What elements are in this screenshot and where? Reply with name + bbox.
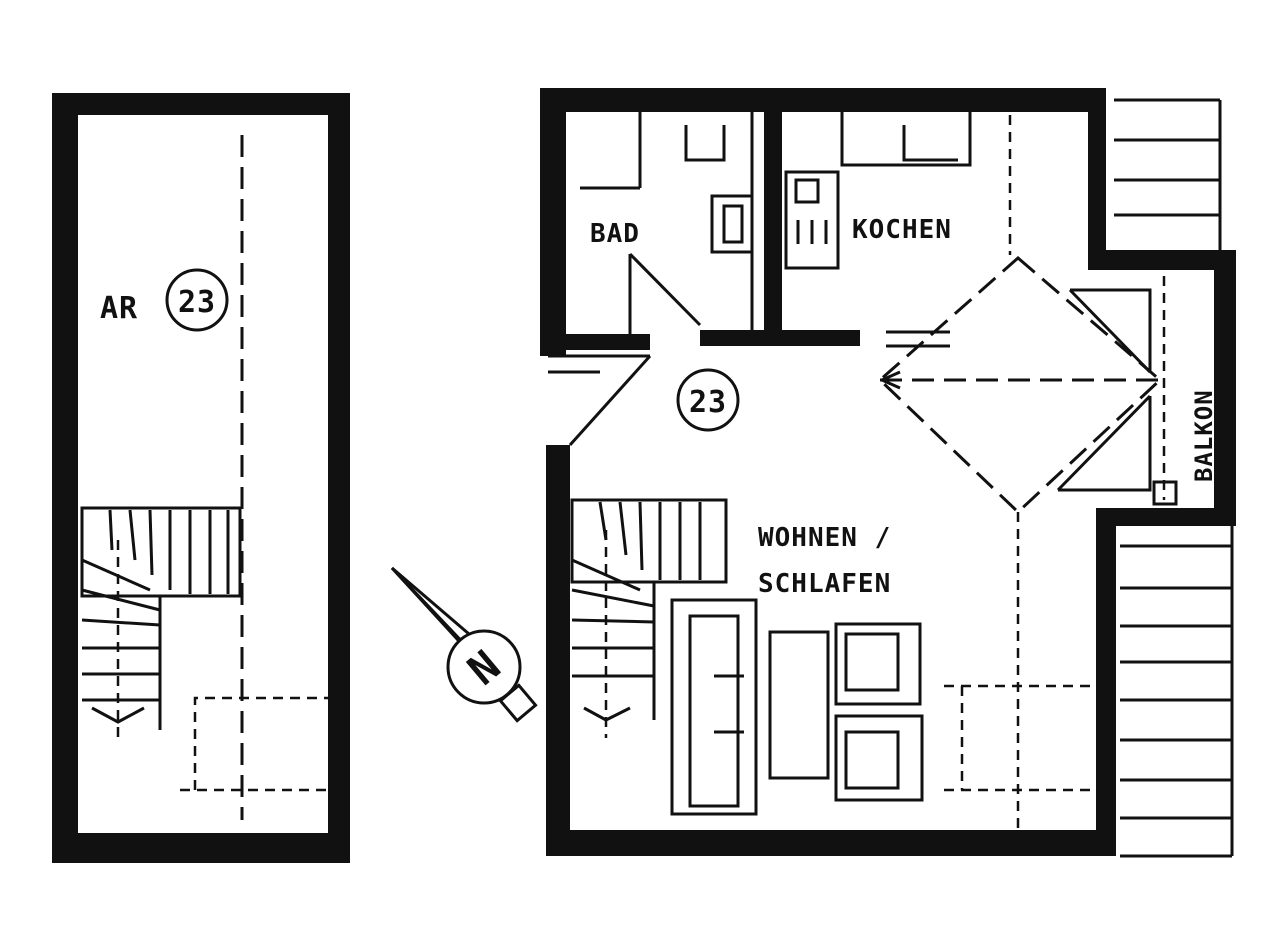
unit-marker-right <box>676 368 740 432</box>
room-label-wohnen-line1: WOHNEN / <box>758 523 891 553</box>
bad-fixtures <box>580 110 754 334</box>
divider-bad-kochen <box>764 108 782 342</box>
right-wall-left-upper <box>540 88 566 356</box>
north-circle <box>446 629 522 705</box>
unit-marker-right-number: 23 <box>689 385 727 420</box>
left-wall-bottom <box>52 833 350 863</box>
left-wall-left <box>52 93 78 863</box>
left-wall-right <box>328 93 350 863</box>
entrance-door <box>568 354 652 447</box>
right-wall-step-horizontal <box>1088 250 1234 270</box>
unit-marker-left <box>165 268 229 332</box>
roof-hatch-upper <box>1114 98 1222 250</box>
right-plan: BAD KOCHEN 23 <box>540 88 1236 858</box>
left-staircase <box>80 506 242 740</box>
bad-wall-bottom <box>540 334 650 350</box>
unit-marker-left-number: 23 <box>178 285 216 320</box>
right-staircase <box>570 498 728 738</box>
room-label-kochen: KOCHEN <box>852 215 952 245</box>
room-label-wohnen-line2: SCHLAFEN <box>758 569 891 599</box>
kochen-fixtures <box>784 112 1012 270</box>
room-label-bad: BAD <box>590 219 640 249</box>
north-arrow: N <box>390 566 538 723</box>
living-furniture <box>670 598 1096 816</box>
right-wall-bottom <box>546 830 1116 856</box>
right-wall-step-vertical <box>1088 88 1106 268</box>
room-label-ar: AR <box>100 291 138 326</box>
right-wall-lower-vertical <box>1096 508 1116 856</box>
right-wall-left-lower <box>546 445 570 855</box>
room-label-balkon: BALKON <box>1190 389 1218 482</box>
right-wall-lower-step <box>1096 508 1236 526</box>
left-dashed-box <box>193 696 328 790</box>
right-wall-top <box>540 88 1104 112</box>
right-wall-east <box>1214 250 1236 522</box>
skylight-dashed <box>877 256 1163 515</box>
balkon-door <box>1056 276 1178 506</box>
roof-hatch-lower <box>1120 526 1234 858</box>
left-plan: AR 23 <box>52 93 350 863</box>
left-wall-top <box>52 93 348 115</box>
